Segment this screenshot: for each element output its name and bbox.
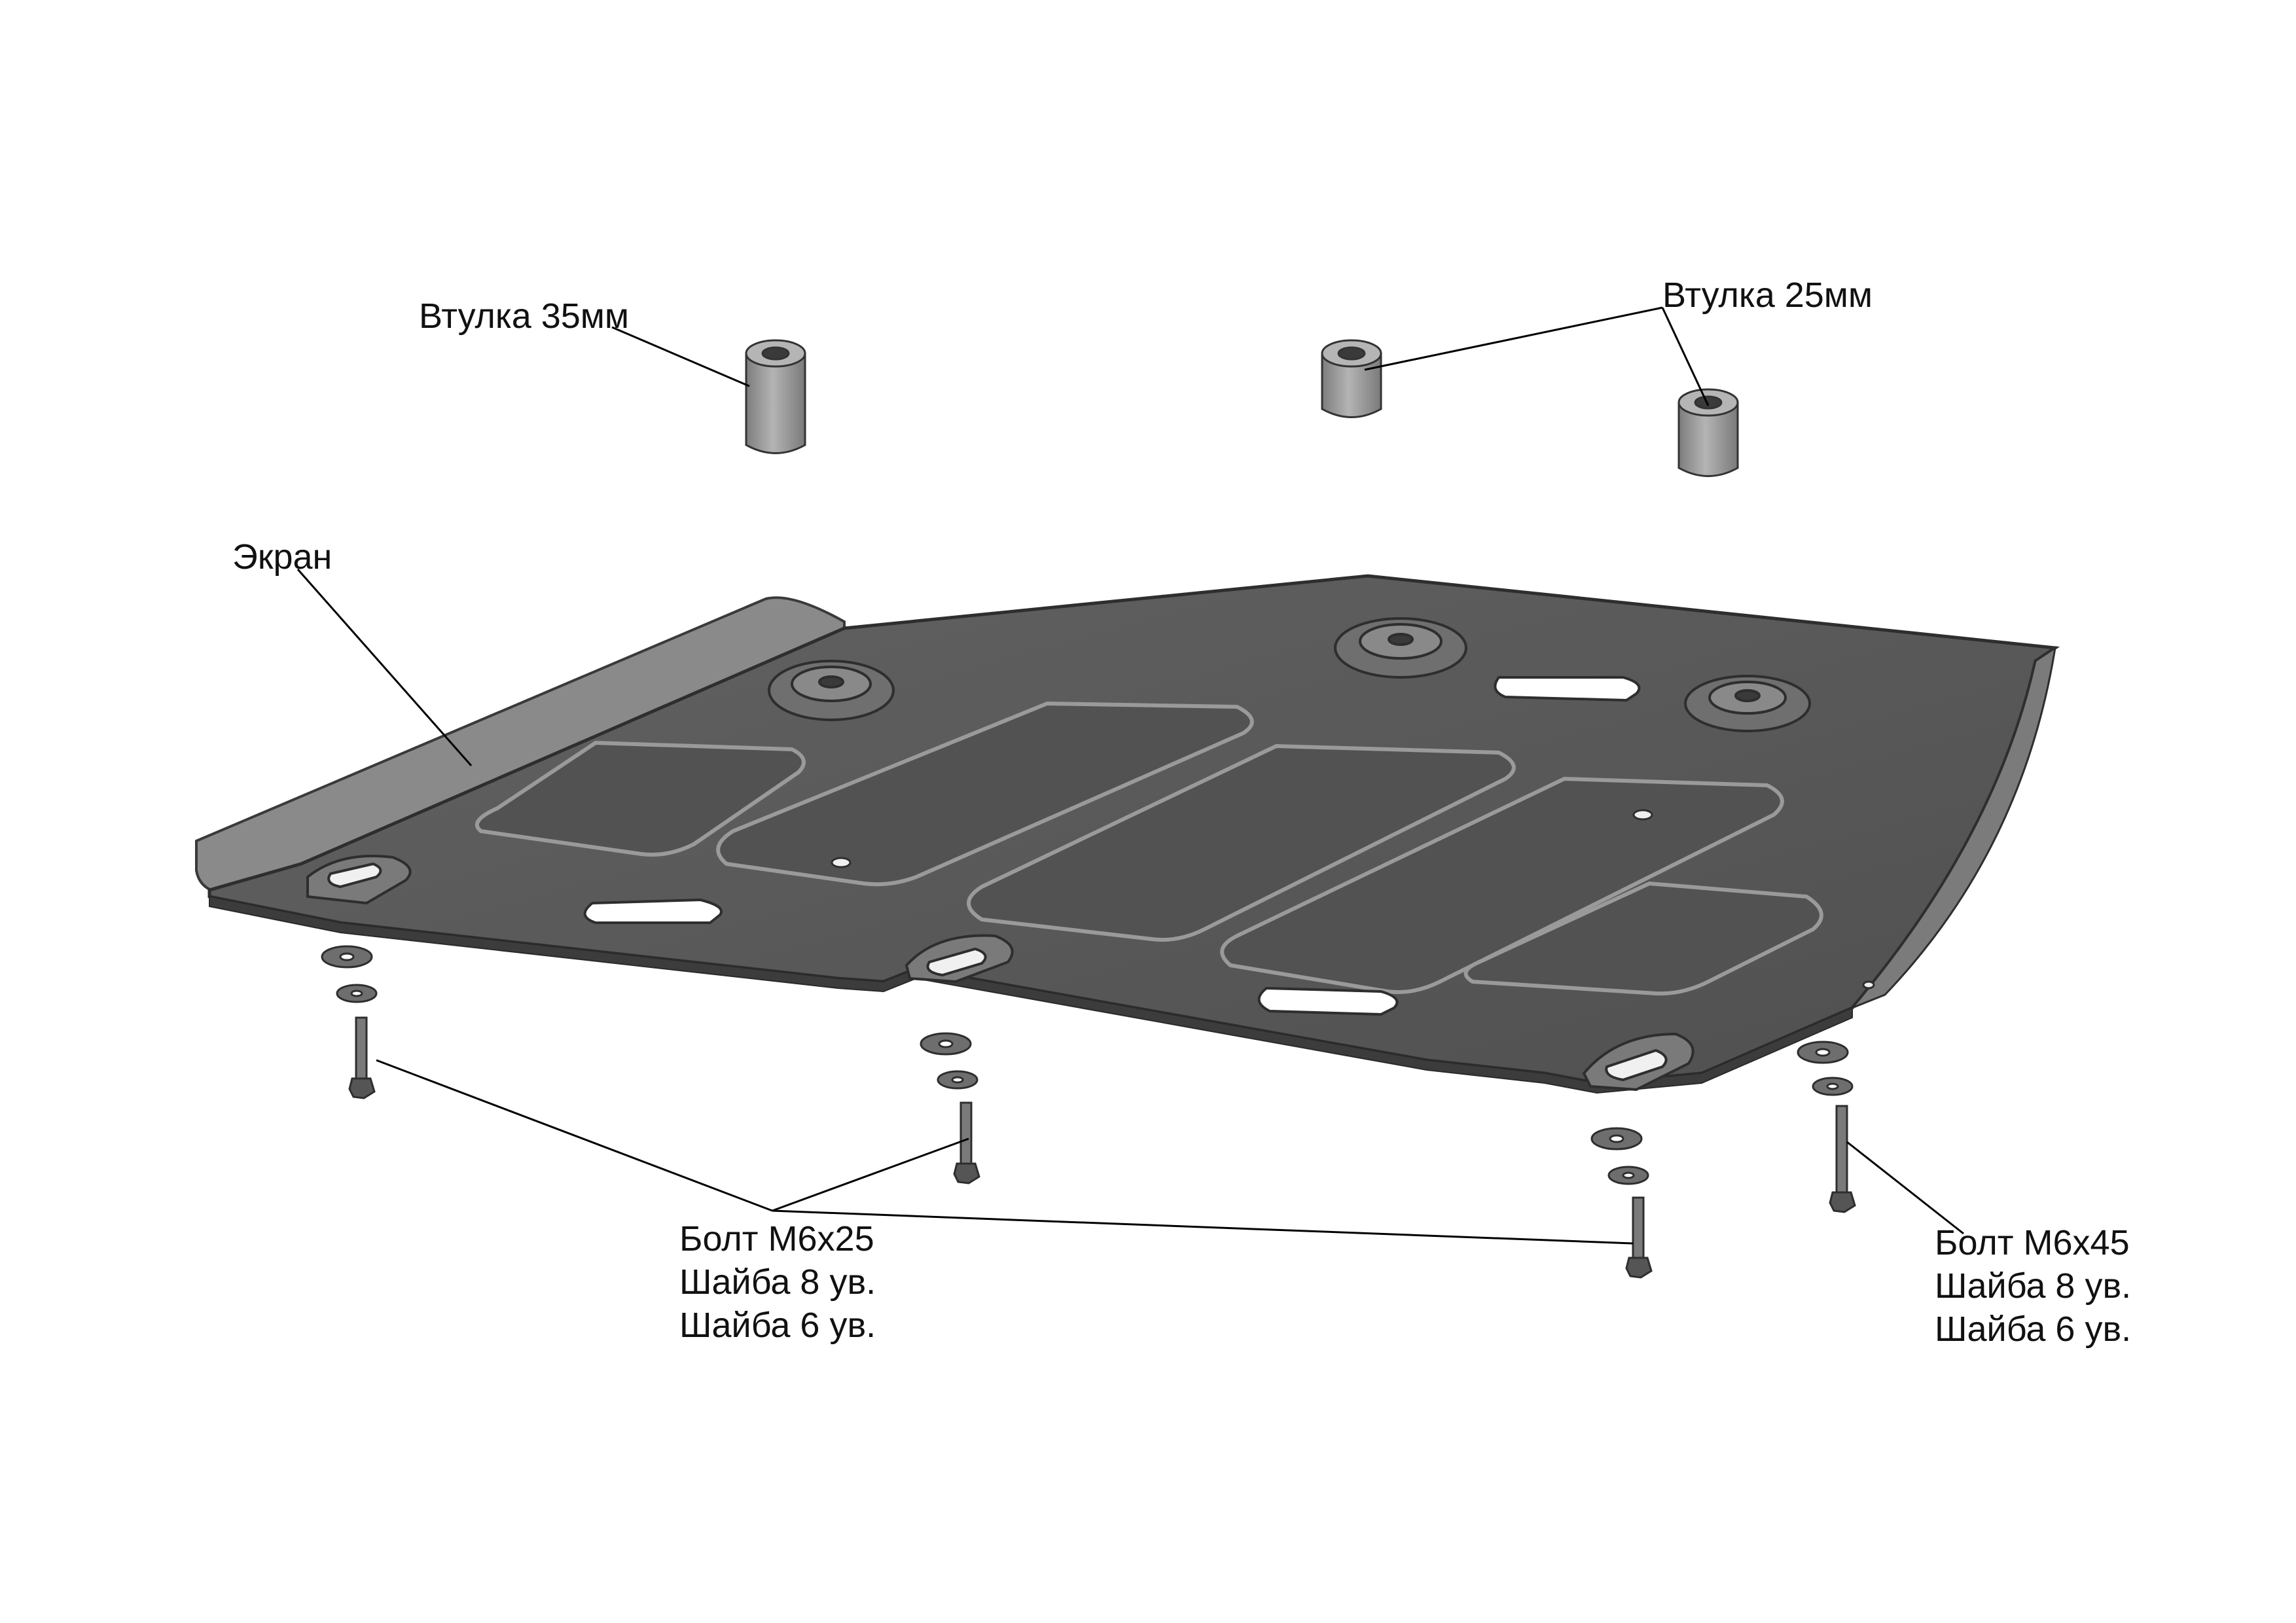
leader-bushing-35 [611,326,750,387]
slot-2 [1494,676,1641,702]
leader-m6x45 [1846,1141,1964,1235]
bolt-shank [355,1016,368,1081]
label-washer-8-a: Шайба 8 ув. [679,1262,876,1302]
label-bolt-m6x25-group: Болт М6х25 Шайба 8 ув. Шайба 6 ув. [679,1217,876,1347]
bolt-shank [960,1101,973,1166]
fastener-stack-4 [1797,1041,1856,1213]
label-bolt-m6x25: Болт М6х25 [679,1219,874,1258]
tab-right-slot [1605,1048,1668,1082]
window-5 [1463,881,1823,996]
tab-left-slot [327,862,382,889]
mounting-tabs [306,855,1695,1092]
bushing-25mm-1 [1321,339,1382,418]
label-washer-6-b: Шайба 6 ув. [1935,1310,2132,1349]
through-slots [583,676,1641,1016]
label-screen: Экран [232,537,332,577]
leader-m6x25-b [772,1137,969,1212]
bushing-35mm [745,339,806,454]
fastener-stack-2 [920,1032,980,1185]
bolt-head [1829,1191,1856,1213]
label-bushing-35mm: Втулка 35мм [419,296,630,336]
bolt-head [348,1077,376,1099]
embossed-windows [475,701,1823,996]
bolt-head [953,1162,980,1185]
boss-1 [768,660,895,721]
fastener-stack-1 [321,945,378,1099]
right-bent-edge [1851,645,2057,1009]
bolt-shank [1835,1105,1848,1196]
tab-middle-slot [926,947,987,977]
plate-front-edge [209,895,1853,1094]
window-3 [967,743,1516,942]
boss-2 [1334,617,1467,679]
window-4 [1220,776,1784,994]
leader-m6x25-c [772,1209,1634,1245]
small-holes [831,809,1875,990]
leader-screen [296,569,473,766]
leader-bushing-25-a [1364,306,1663,371]
mounting-bosses [768,617,1811,732]
leader-lines [296,306,1964,1245]
fastener-stack-3 [1590,1127,1653,1279]
label-bushing-25mm: Втулка 25мм [1662,276,1873,315]
boss-3 [1684,675,1811,732]
label-washer-8-b: Шайба 8 ув. [1935,1266,2132,1306]
window-1 [475,740,806,857]
label-washer-6-a: Шайба 6 ув. [679,1306,876,1345]
slot-1 [583,898,723,924]
leader-bushing-25-b [1661,307,1710,406]
label-bolt-m6x45: Болт М6х45 [1935,1223,2130,1262]
leader-m6x25-a [376,1059,773,1212]
bushing-25mm-2 [1677,388,1739,477]
label-bolt-m6x45-group: Болт М6х45 Шайба 8 ув. Шайба 6 ув. [1935,1221,2131,1351]
slot-3 [1257,986,1399,1016]
bolt-head [1625,1257,1653,1279]
window-2 [716,701,1254,887]
bolt-shank [1632,1196,1645,1261]
